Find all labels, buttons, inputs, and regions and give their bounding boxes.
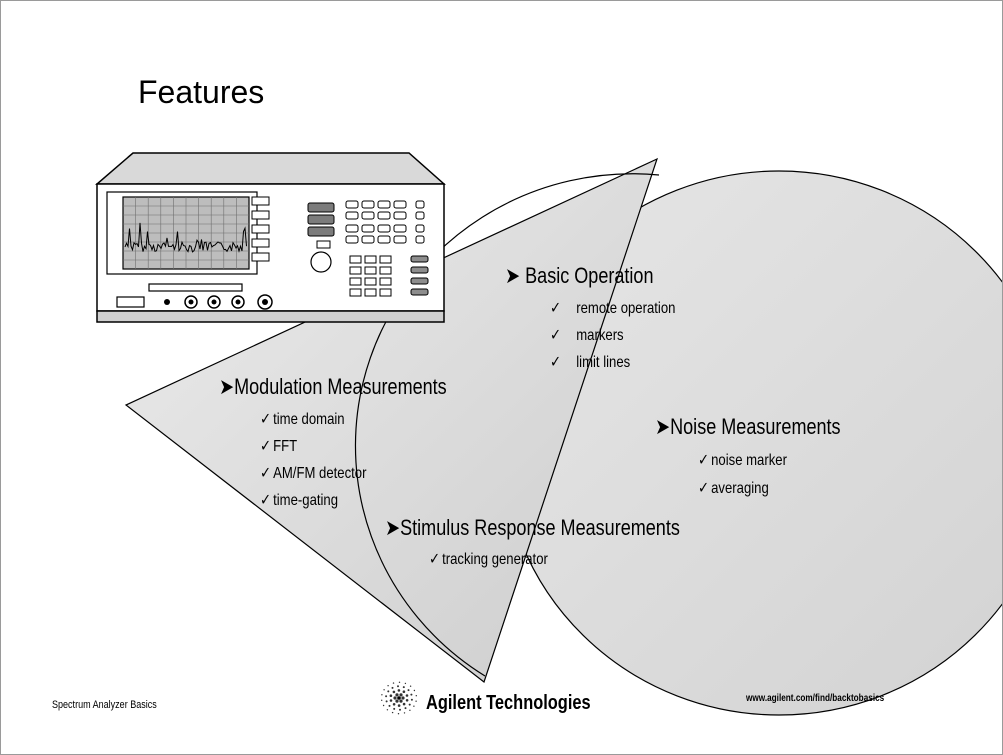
check-mark-icon: ✓: [260, 438, 271, 455]
basic-operation-label: Basic Operation: [525, 263, 654, 288]
check-mark-icon: ✓: [260, 492, 271, 509]
list-item-text: limit lines: [576, 354, 631, 371]
modulation-heading: ➤Modulation Measurements: [219, 374, 447, 400]
list-item: ✓averaging: [698, 479, 769, 499]
arrow-bullet-icon: ➤: [505, 263, 521, 288]
list-item: ✓ remote operation: [550, 299, 675, 319]
list-item: ✓tracking generator: [429, 550, 548, 570]
agilent-spark-logo: [381, 681, 417, 715]
footer-url: www.agilent.com/find/backtobasics: [746, 693, 885, 704]
footer-brand-name: Agilent Technologies: [426, 692, 591, 714]
list-item-text: markers: [576, 327, 624, 344]
check-mark-icon: ✓: [550, 354, 561, 371]
spectrum-analyzer-illustration: [94, 152, 446, 323]
check-mark-icon: ✓: [260, 465, 271, 482]
basic-operation-heading: ➤ Basic Operation: [505, 263, 653, 289]
list-item: ✓time-gating: [260, 491, 338, 511]
list-item-text: FFT: [273, 438, 298, 455]
check-mark-icon: ✓: [698, 452, 709, 469]
list-item: ✓noise marker: [698, 451, 787, 471]
noise-label: Noise Measurements: [670, 414, 841, 439]
noise-heading: ➤Noise Measurements: [655, 414, 841, 440]
list-item: ✓ markers: [550, 326, 624, 346]
list-item-text: noise marker: [711, 452, 787, 469]
list-item-text: averaging: [711, 480, 769, 497]
list-item-text: time domain: [273, 411, 345, 428]
list-item-text: remote operation: [576, 300, 676, 317]
check-mark-icon: ✓: [429, 551, 440, 568]
list-item: ✓AM/FM detector: [260, 464, 366, 484]
stimulus-heading: ➤Stimulus Response Measurements: [385, 515, 680, 541]
stimulus-label: Stimulus Response Measurements: [400, 515, 680, 540]
check-mark-icon: ✓: [550, 300, 561, 317]
check-mark-icon: ✓: [550, 327, 561, 344]
check-mark-icon: ✓: [698, 480, 709, 497]
list-item-text: time-gating: [273, 492, 339, 509]
modulation-label: Modulation Measurements: [234, 374, 447, 399]
arrow-bullet-icon: ➤: [219, 374, 235, 399]
footer-course-title: Spectrum Analyzer Basics: [52, 699, 157, 711]
slide-title: Features: [138, 74, 265, 110]
list-item-text: AM/FM detector: [273, 465, 367, 482]
list-item: ✓ limit lines: [550, 353, 630, 373]
arrow-bullet-icon: ➤: [385, 515, 401, 540]
arrow-bullet-icon: ➤: [655, 414, 671, 439]
list-item: ✓time domain: [260, 410, 345, 430]
check-mark-icon: ✓: [260, 411, 271, 428]
list-item: ✓FFT: [260, 437, 297, 457]
list-item-text: tracking generator: [442, 551, 548, 568]
